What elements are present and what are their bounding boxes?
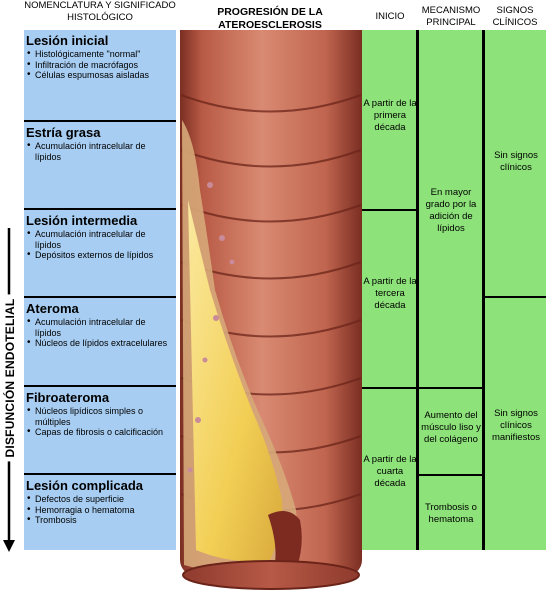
- stage-item: Histológicamente "normal": [26, 49, 172, 60]
- stage-title: Lesión inicial: [26, 33, 109, 48]
- signs-none: Sin signos clínicos: [494, 150, 538, 173]
- column-divider: [482, 30, 485, 550]
- stage-title: Ateroma: [26, 301, 79, 316]
- stage-item: Defectos de superficie: [26, 494, 172, 505]
- header-signs: SIGNOS CLÍNICOS: [492, 5, 538, 28]
- stage-lesion-inicial: Lesión inicial Histológicamente "normal"…: [24, 30, 176, 122]
- onset-first-decade: A partir de la primera década: [363, 98, 417, 133]
- mechanism-divider: [418, 474, 484, 476]
- onset-divider: [362, 387, 418, 389]
- endothelial-dysfunction-axis: DISFUNCIÓN ENDOTELIAL: [0, 228, 20, 552]
- signs-none-manifest: Sin signos clínicos manifiestos: [491, 408, 541, 443]
- clinical-columns-bg: [362, 30, 546, 550]
- stage-item: Capas de fibrosis o calcificación: [26, 427, 172, 438]
- stage-item: Trombosis: [26, 515, 172, 526]
- onset-third-decade: A partir de la tercera década: [363, 276, 417, 311]
- stage-item: Células espumosas aisladas: [26, 70, 172, 81]
- stage-item: Núcleos de lípidos extracelulares: [26, 338, 172, 349]
- header-progression: PROGRESIÓN DE LA ATEROESCLEROSIS: [217, 6, 323, 31]
- mechanism-divider: [418, 387, 484, 389]
- header-mechanism: MECANISMO PRINCIPAL: [421, 5, 481, 28]
- stage-item: Hemorragia o hematoma: [26, 505, 172, 516]
- onset-fourth-decade: A partir de la cuarta década: [363, 454, 417, 489]
- stage-fibroateroma: Fibroateroma Núcleos lipídicos simples o…: [24, 387, 176, 475]
- header-nomenclature: NOMENCLATURA Y SIGNIFICADO HISTOLÓGICO: [24, 0, 176, 23]
- stage-lesion-intermedia: Lesión intermedia Acumulación intracelul…: [24, 210, 176, 298]
- plaque-lipid-core: [188, 200, 283, 562]
- onset-divider: [362, 209, 418, 211]
- signs-divider: [484, 296, 546, 298]
- stage-title: Lesión intermedia: [26, 213, 138, 228]
- stage-ateroma: Ateroma Acumulación intracelular de lípi…: [24, 298, 176, 387]
- stage-item: Acumulación intracelular de lípidos: [26, 229, 172, 250]
- stage-item: Núcleos lipídicos simples o múltiples: [26, 406, 172, 427]
- header-onset: INICIO: [375, 11, 405, 22]
- stage-item: Infiltración de macrófagos: [26, 60, 172, 71]
- stage-title: Fibroateroma: [26, 390, 110, 405]
- stage-estria-grasa: Estría grasa Acumulación intracelular de…: [24, 122, 176, 210]
- artery-lumen-opening: [182, 560, 360, 590]
- stage-item: Acumulación intracelular de lípidos: [26, 317, 172, 338]
- stage-title: Estría grasa: [26, 125, 101, 140]
- mechanism-thrombosis: Trombosis o hematoma: [425, 502, 477, 525]
- stages-column: Lesión inicial Histológicamente "normal"…: [24, 30, 176, 550]
- mechanism-smooth-muscle: Aumento del músculo liso y del colágeno: [421, 410, 481, 445]
- foam-cells: [187, 182, 235, 473]
- stage-item: Acumulación intracelular de lípidos: [26, 141, 172, 162]
- mechanism-lipids: En mayor grado por la adición de lípidos: [425, 187, 477, 234]
- column-divider: [416, 30, 419, 550]
- stage-title: Lesión complicada: [26, 478, 144, 493]
- stage-item: Depósitos externos de lípidos: [26, 250, 172, 261]
- stage-lesion-complicada: Lesión complicada Defectos de superficie…: [24, 475, 176, 550]
